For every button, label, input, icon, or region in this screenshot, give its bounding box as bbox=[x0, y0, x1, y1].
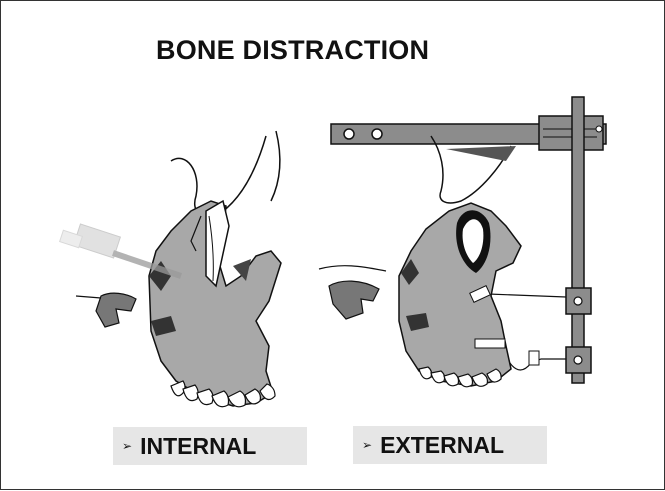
internal-label-box: ➢ INTERNAL bbox=[113, 427, 307, 465]
internal-label: INTERNAL bbox=[140, 433, 256, 460]
bullet-arrow-icon: ➢ bbox=[122, 439, 132, 453]
bullet-arrow-icon: ➢ bbox=[362, 438, 372, 452]
external-label: EXTERNAL bbox=[380, 432, 504, 459]
external-label-box: ➢ EXTERNAL bbox=[353, 426, 547, 464]
external-vertical-bar bbox=[572, 97, 584, 383]
